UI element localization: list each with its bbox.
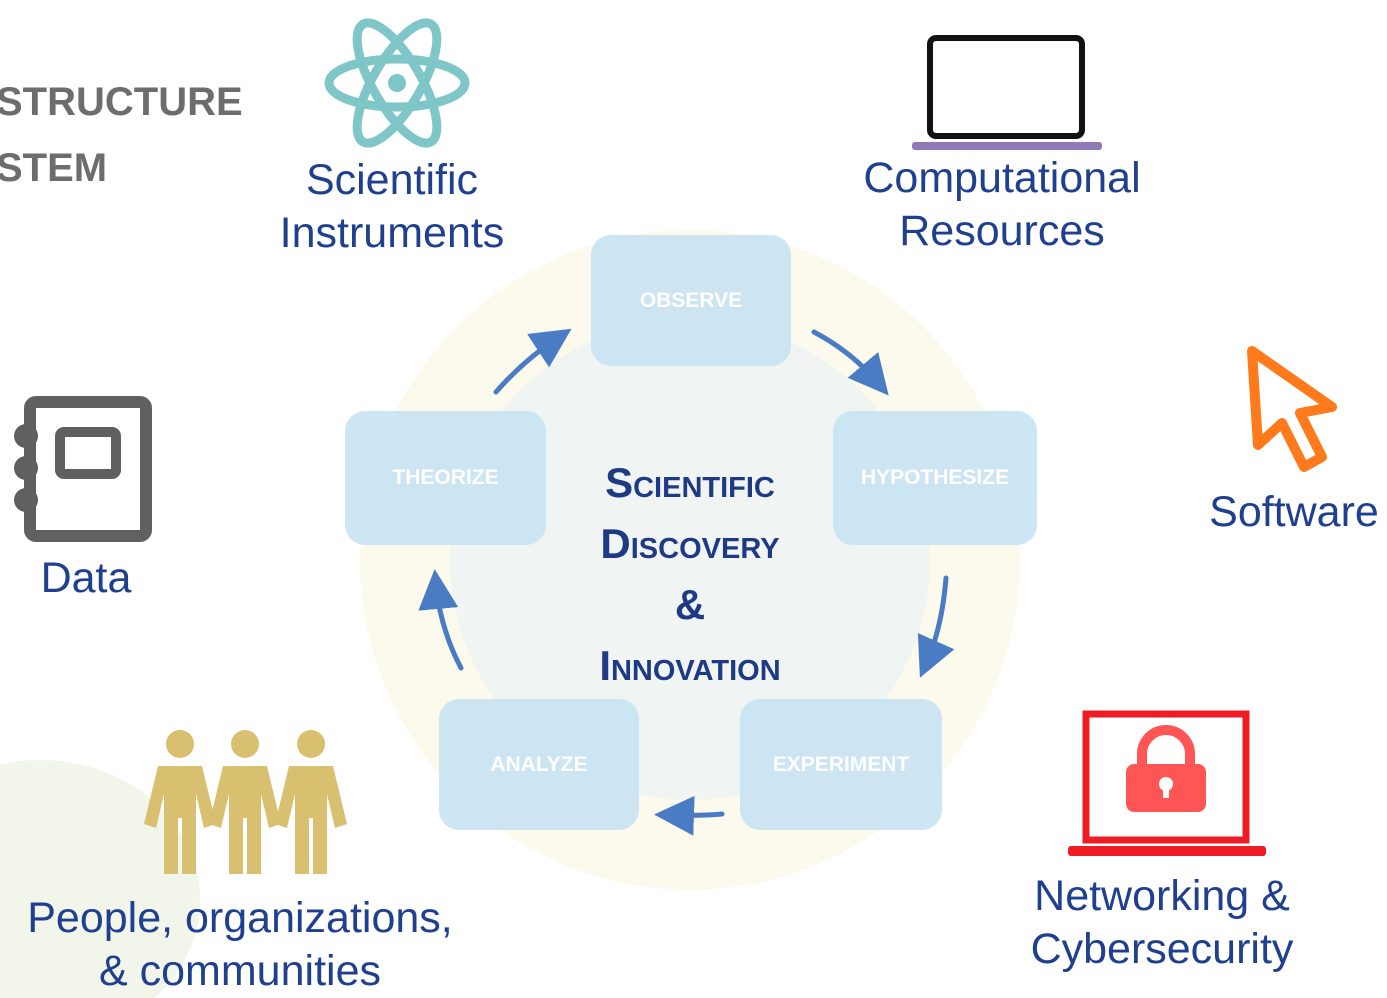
notebook-icon <box>14 396 152 542</box>
locked-laptop-icon <box>1068 710 1266 856</box>
people-label: People, organizations, & communities <box>0 892 480 998</box>
networking-line-2: Cybersecurity <box>1030 925 1294 973</box>
center-line-2: Discovery <box>600 520 780 567</box>
cursor-arrow-icon <box>1247 346 1337 472</box>
heading-line-2: STEM <box>0 146 108 190</box>
computational-line-2: Resources <box>899 207 1105 255</box>
atom-icon <box>324 18 470 148</box>
computational-resources-label: Computational Resources <box>852 152 1152 258</box>
stage-experiment: EXPERIMENT <box>740 699 942 830</box>
stage-analyze: ANALYZE <box>439 699 639 830</box>
stage-theorize: THEORIZE <box>345 411 546 545</box>
arrow-theorize-to-observe <box>493 328 572 395</box>
laptop-icon <box>912 35 1102 150</box>
stage-hypothesize: HYPOTHESIZE <box>833 411 1037 545</box>
center-line-4: Innovation <box>599 642 781 689</box>
people-line-2: & communities <box>99 947 381 995</box>
arrow-analyze-to-theorize <box>418 569 464 671</box>
center-title: Scientific Discovery & Innovation <box>535 452 845 696</box>
networking-label: Networking & Cybersecurity <box>1012 870 1312 976</box>
center-line-3: & <box>674 581 706 628</box>
stage-observe: OBSERVE <box>591 235 791 366</box>
people-line-1: People, organizations, <box>27 894 453 942</box>
arrow-experiment-to-analyze <box>654 795 725 836</box>
computational-line-1: Computational <box>863 154 1141 202</box>
arrow-hypothesize-to-experiment <box>917 575 955 678</box>
instruments-line-1: Scientific <box>305 156 479 204</box>
data-label: Data <box>40 554 132 602</box>
people-icon <box>144 730 347 874</box>
networking-line-1: Networking & <box>1034 872 1290 920</box>
center-line-1: Scientific <box>605 459 775 506</box>
software-label: Software <box>1209 488 1379 536</box>
arrow-observe-to-hypothesize <box>811 329 889 396</box>
heading-line-1: STRUCTURE <box>0 80 243 124</box>
instruments-line-2: Instruments <box>279 209 505 257</box>
scientific-instruments-label: Scientific Instruments <box>262 154 522 260</box>
